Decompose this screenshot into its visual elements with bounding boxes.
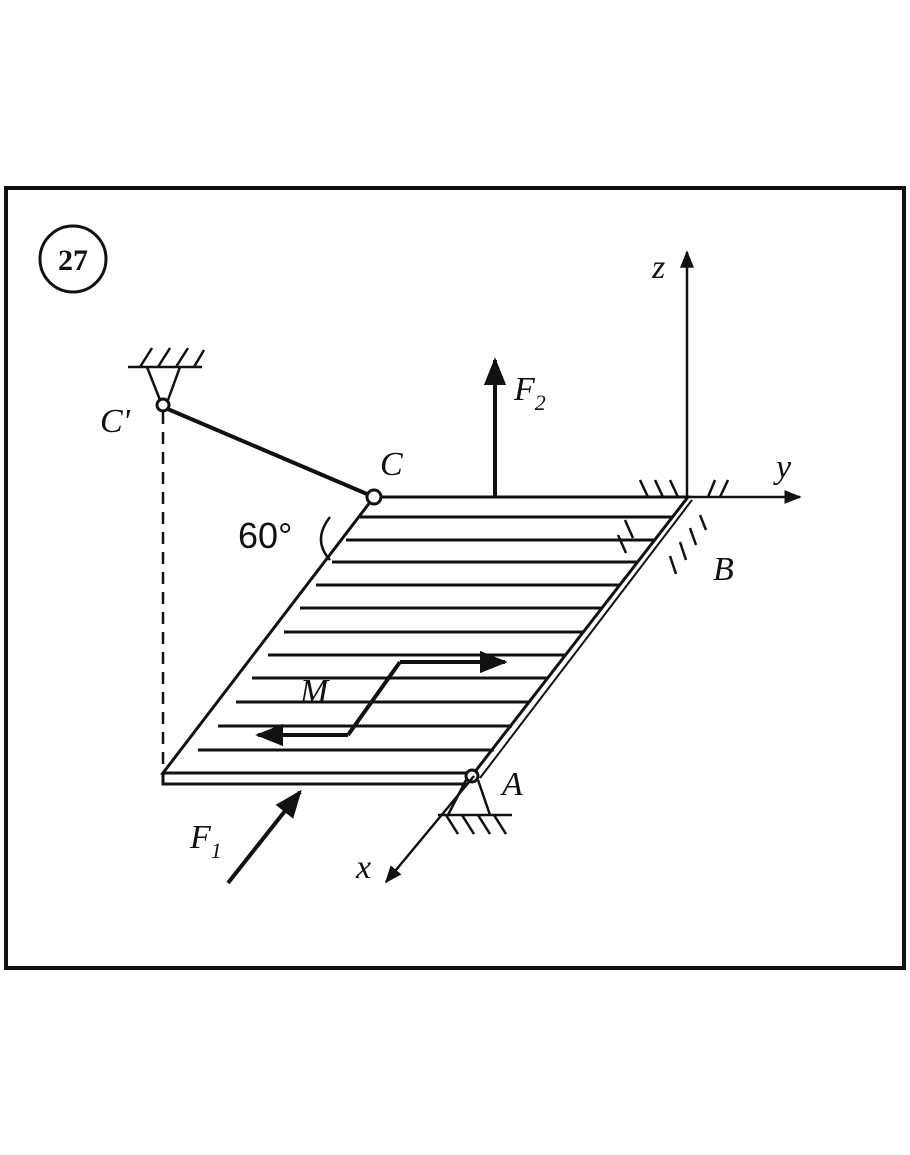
x-axis [384, 775, 475, 884]
hinge-c [365, 488, 383, 506]
point-b-label: B [713, 551, 734, 588]
x-axis-label: x [355, 849, 371, 886]
problem-number-badge: 27 [38, 224, 108, 294]
force-f2-label: F2 [513, 371, 546, 415]
force-f1-arrow [226, 789, 302, 885]
c-prime-hinge-support [128, 347, 206, 413]
point-c-prime-label: C' [100, 403, 131, 440]
force-f1-label: F1 [189, 819, 222, 863]
a-hinge-support [438, 768, 512, 835]
point-c-label: C [380, 446, 403, 483]
b-bearing-support [616, 479, 730, 575]
point-a-label: A [500, 766, 523, 803]
rod-cc-prime [162, 405, 375, 499]
angle-label: 60° [238, 515, 292, 556]
z-axis-label: z [651, 249, 665, 286]
angle-arc [319, 516, 331, 561]
moment-m-couple [255, 650, 508, 747]
figure-frame [4, 186, 906, 970]
y-axis-label: y [773, 449, 792, 486]
moment-label: M [299, 673, 330, 710]
problem-number: 27 [58, 244, 88, 277]
